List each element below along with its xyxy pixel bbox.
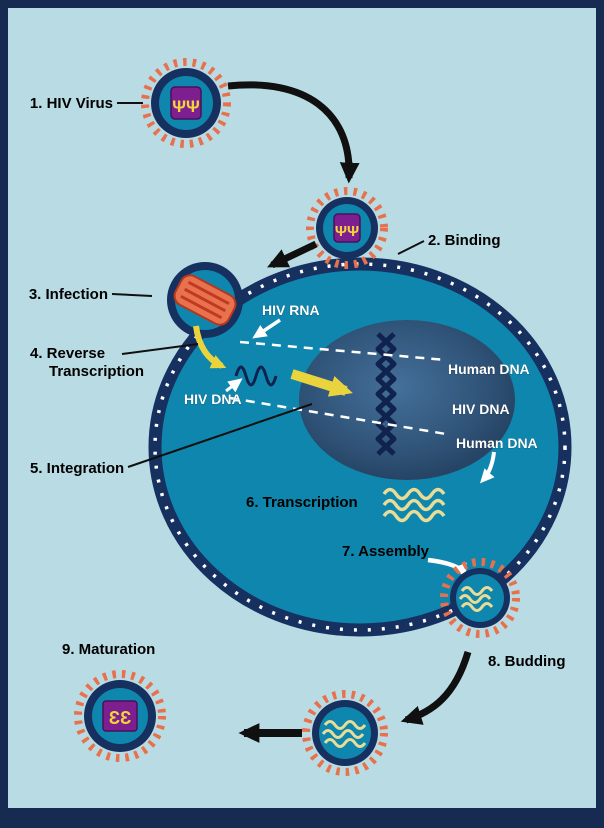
pointer-step-4 <box>121 343 199 355</box>
capsid-rna-stripe <box>183 287 227 313</box>
virion-1-core-glyph: ΨΨ <box>172 97 200 116</box>
nucleus-body <box>299 320 515 480</box>
hiv-dna-squiggle <box>234 365 278 387</box>
dna-helix-strand-b <box>375 332 397 456</box>
immature-rna-wave <box>323 738 367 748</box>
label-step-8: 8. Budding <box>488 653 566 670</box>
budding-rna-wave <box>460 586 494 596</box>
label-human-dna-upper: Human DNA <box>448 361 530 377</box>
hiv-dna-pointer-arrow <box>225 378 243 393</box>
immature-virion <box>302 690 388 776</box>
label-hiv-dna-integrated: HIV DNA <box>452 401 510 417</box>
hiv-virion-2: ΨΨ <box>306 187 388 269</box>
mature-virion-spikes <box>74 670 166 762</box>
viral-capsid <box>173 274 237 326</box>
cell-membrane-dots <box>153 262 567 632</box>
integration-arrow <box>290 369 353 397</box>
reverse-transcription-arrow <box>193 325 227 369</box>
mature-virion: ƐƐ <box>74 670 166 762</box>
label-step-6: 6. Transcription <box>246 494 358 511</box>
virion-2-core-glyph: ΨΨ <box>335 223 359 240</box>
budding-virion-spikes <box>440 558 520 638</box>
virion-2-core <box>333 213 361 243</box>
pointer-step-3 <box>111 293 153 297</box>
label-step-1: 1. HIV Virus <box>30 95 113 112</box>
label-step-4-line1: 4. Reverse <box>30 345 105 362</box>
capsid-rna-stripe <box>180 294 223 320</box>
immature-rna-wave <box>323 720 367 730</box>
label-step-3: 3. Infection <box>29 286 108 303</box>
hiv-rna-pointer-arrow <box>252 318 281 339</box>
budding-rna-wave <box>460 602 494 612</box>
capsid-rna-stripe <box>187 280 230 306</box>
label-human-dna-lower: Human DNA <box>456 435 538 451</box>
arrow-binding-to-infection <box>267 240 318 269</box>
pointer-step-5 <box>127 403 313 468</box>
immature-virion-spikes <box>302 690 388 776</box>
budding-virion <box>440 558 520 638</box>
immature-rna-wave <box>321 729 365 739</box>
virion-2-spikes <box>306 187 388 269</box>
arrow-budding-to-immature <box>400 651 472 725</box>
label-step-4-line2: Transcription <box>49 363 144 380</box>
virion-1-core <box>170 86 202 120</box>
mature-virion-core <box>102 700 138 732</box>
mature-virion-core-glyph: ƐƐ <box>109 708 132 728</box>
mrna-wave <box>382 487 446 501</box>
nucleus <box>299 320 515 480</box>
label-step-7: 7. Assembly <box>342 543 430 560</box>
mrna-wave <box>382 509 446 523</box>
mrna-wave <box>382 498 446 512</box>
virion-1-spikes <box>141 58 231 148</box>
hiv-virion-1: ΨΨ <box>141 58 231 148</box>
transcription-flow-arrow <box>479 451 496 484</box>
integration-guide-upper <box>239 340 447 362</box>
mrna-transcripts <box>382 487 446 523</box>
label-step-2: 2. Binding <box>428 232 501 249</box>
label-step-5: 5. Integration <box>30 460 124 477</box>
label-hiv-rna: HIV RNA <box>262 302 320 318</box>
budding-rna-wave <box>458 594 492 604</box>
assembly-flow-arrow <box>427 557 467 579</box>
pointer-step-2 <box>397 240 425 255</box>
infecting-virus <box>167 262 243 338</box>
label-hiv-dna-cytoplasm: HIV DNA <box>184 391 242 407</box>
integration-guide-lower <box>229 396 447 436</box>
label-step-9: 9. Maturation <box>62 641 155 658</box>
arrow-virus-to-binding <box>227 81 360 184</box>
